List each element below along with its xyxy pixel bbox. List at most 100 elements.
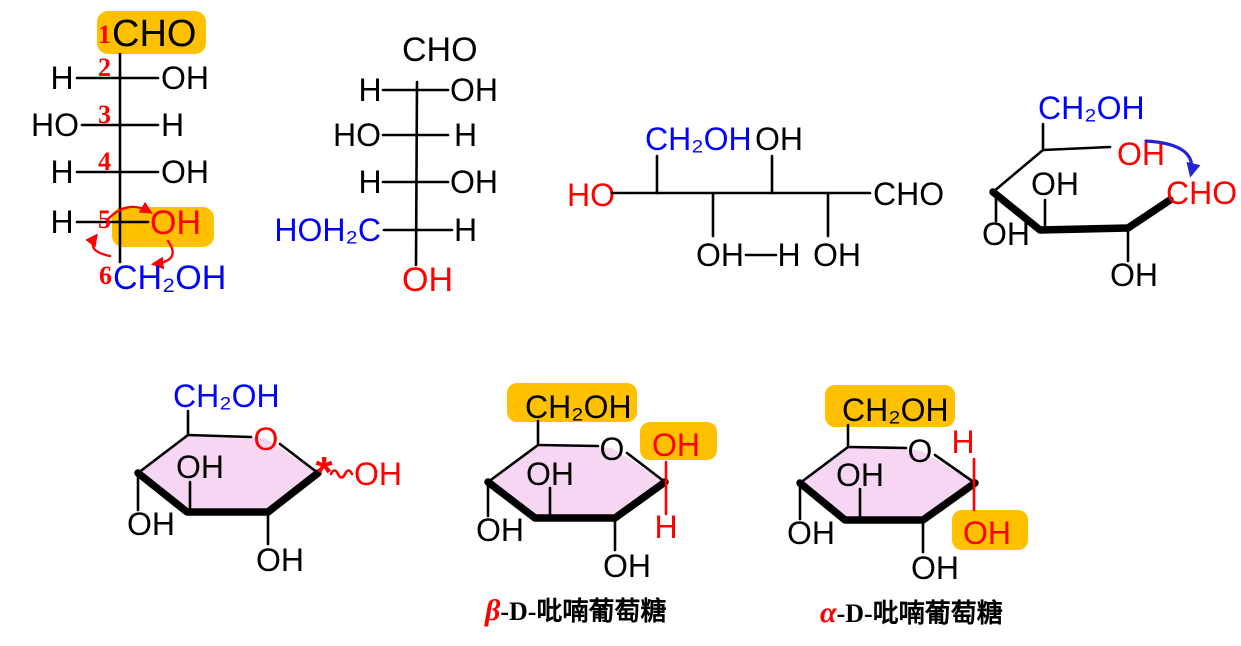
c5-oh-label: OH <box>402 261 453 299</box>
c5-hoh2c-label: HOH₂C <box>274 212 381 248</box>
oh-bottom-label: OH <box>911 550 959 586</box>
alpha-symbol: α <box>820 596 837 629</box>
anomeric-star: * <box>315 448 333 497</box>
ring-back-bond-left <box>798 445 850 485</box>
c2-h-label: H <box>50 60 73 96</box>
ch2oh-label: CH₂OH <box>1038 90 1145 126</box>
carbon-number-4: 4 <box>98 147 111 176</box>
pyranose-ring-fill <box>800 447 975 520</box>
ring-front-bonds <box>796 479 979 524</box>
rotation-arrow-right <box>150 239 174 270</box>
oh-left-label: OH <box>982 216 1030 252</box>
alpha-name-label: α-D-吡喃葡萄糖 <box>820 596 1003 629</box>
h-down-label: H <box>777 237 800 273</box>
ring-back-bond-top <box>536 443 600 448</box>
ch2oh-label: CH₂OH <box>645 121 752 157</box>
c2-oh-label: OH <box>450 72 498 108</box>
carbon-number-5: 5 <box>98 205 111 234</box>
c4-h-label: H <box>50 154 73 190</box>
oh-inner-label: OH <box>526 456 574 492</box>
alpha-name-text: -D-吡喃葡萄糖 <box>837 598 1003 628</box>
oh-bottom-label: OH <box>1110 257 1158 293</box>
ring-back-bond-top <box>186 433 253 439</box>
c5-h-label: H <box>50 204 73 240</box>
carbon-number-3: 3 <box>98 100 111 129</box>
fischer-projection-numbered: 1 CHO 2 H OH 3 HO H 4 H OH 5 H OH 6 CH₂O… <box>31 11 226 297</box>
beta-name-text: -D-吡喃葡萄糖 <box>500 596 666 626</box>
ch2oh-highlight <box>825 385 955 427</box>
ring-oxygen-label: O <box>254 421 279 457</box>
anomeric-oh-label: OH <box>963 515 1011 551</box>
oh-inner-label: OH <box>836 457 884 493</box>
ho-label: HO <box>567 177 615 213</box>
backbone-bond <box>414 80 419 267</box>
c2-h-label: H <box>358 72 381 108</box>
anomeric-h-label: H <box>654 509 677 545</box>
ring-front-bonds <box>989 188 1174 234</box>
c1-cho-label: CHO <box>112 13 196 55</box>
beta-symbol: β <box>484 594 501 627</box>
cyclizing-conformation: CH₂OH OH CHO OH OH OH <box>982 90 1237 293</box>
anomeric-oh-label: OH <box>354 456 402 492</box>
cho-label: CHO <box>873 176 944 212</box>
c5-h-label: H <box>454 212 477 248</box>
ring-back-bond-top <box>846 445 908 450</box>
ring-back-bond-right <box>933 453 977 485</box>
squiggly-bond <box>329 469 354 479</box>
haworth-anomeric-mixture: CH₂OH O * OH OH OH OH <box>127 378 402 578</box>
c3-h-label: H <box>454 117 477 153</box>
ring-back-bond-left <box>991 148 1045 194</box>
oh-left-label: OH <box>127 506 175 542</box>
ch2oh-label: CH₂OH <box>173 378 280 414</box>
ring-front-bonds <box>134 469 322 516</box>
oh-bottom-label: OH <box>256 542 304 578</box>
anomeric-oh-highlight <box>952 510 1028 550</box>
c3-h-label: H <box>161 107 184 143</box>
pyranose-ring-fill <box>138 435 318 512</box>
carbon-number-1: 1 <box>98 20 111 49</box>
cho-label: CHO <box>402 31 478 69</box>
carbon-number-6: 6 <box>99 261 112 290</box>
cho-highlight <box>97 11 206 54</box>
alpha-glucopyranose: CH₂OH O H OH OH OH OH α-D-吡喃葡萄糖 <box>787 385 1028 629</box>
c3-ho-label: HO <box>31 107 79 143</box>
ring-back-bond-right <box>625 451 667 484</box>
c6-ch2oh-label: CH₂OH <box>113 259 226 297</box>
beta-name-label: β-D-吡喃葡萄糖 <box>484 594 666 627</box>
rotation-arrow-left <box>85 233 112 258</box>
cyclization-arrow <box>1144 139 1201 178</box>
anomeric-oh-highlight <box>640 422 717 460</box>
c5-oh-highlight <box>112 207 214 247</box>
c4-h-label: H <box>358 164 381 200</box>
ring-back-bond-right <box>278 442 320 475</box>
c5-oh-label: OH <box>150 204 201 242</box>
ch2oh-highlight <box>507 383 637 422</box>
open-chain-horizontal: HO CHO CH₂OH OH OH H OH <box>567 121 944 273</box>
oh-inner-label: OH <box>1031 166 1079 202</box>
oh-left-label: OH <box>476 512 524 548</box>
beta-glucopyranose: CH₂OH O OH H OH OH OH β-D-吡喃葡萄糖 <box>476 383 717 627</box>
oh-down-right-label: OH <box>813 237 861 273</box>
ch2oh-label: CH₂OH <box>842 392 949 428</box>
ring-oxygen-label: O <box>908 433 933 469</box>
c3-ho-label: HO <box>333 117 381 153</box>
ring-back-bond-left <box>136 433 190 475</box>
oh-inner-label: OH <box>176 449 224 485</box>
pyranose-ring-fill <box>488 445 665 518</box>
carbon-number-2: 2 <box>98 53 111 82</box>
cho-label: CHO <box>1166 175 1237 211</box>
ch2oh-label: CH₂OH <box>525 389 632 425</box>
c4-oh-label: OH <box>450 164 498 200</box>
ring-back-bond-top <box>1041 145 1112 152</box>
c2-oh-label: OH <box>161 60 209 96</box>
ring-oxygen-label: O <box>600 431 625 467</box>
ring-back-bond-left <box>486 443 540 484</box>
c4-oh-label: OH <box>161 154 209 190</box>
rotation-arrow-top <box>106 201 153 221</box>
fischer-projection-rotated: CHO H OH HO H H OH HOH₂C H OH <box>274 31 498 299</box>
oh-down-left-label: OH <box>696 237 744 273</box>
oh-up-label: OH <box>755 121 803 157</box>
anomeric-oh-label: OH <box>652 427 700 463</box>
oh-bottom-label: OH <box>603 548 651 584</box>
